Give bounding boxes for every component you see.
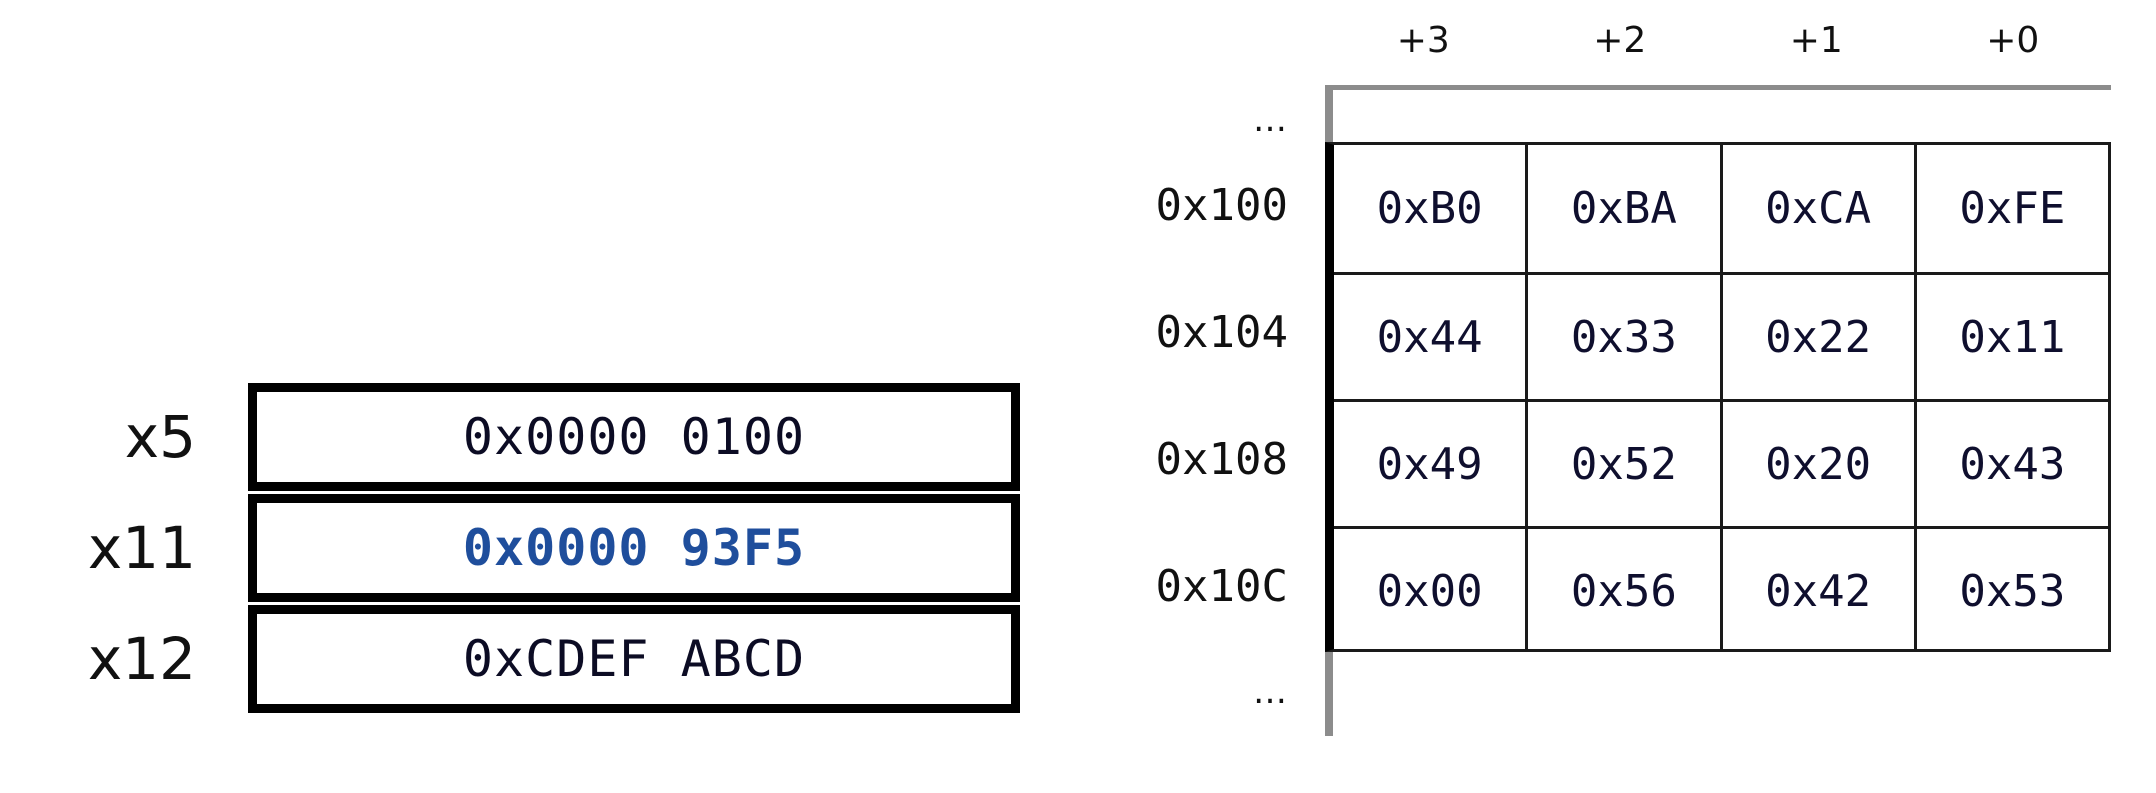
memory-continuation-bottom bbox=[1325, 652, 2111, 736]
register-row-x5: x5 0x0000 0100 bbox=[0, 383, 1040, 491]
memory-table: +3 +2 +1 +0 … 0xB0 0xBA 0xCA 0xFE 0x44 0… bbox=[1120, 0, 2156, 793]
memory-ellipsis-label-top: … bbox=[1253, 100, 1288, 140]
memory-row-label-0x100: 0x100 bbox=[1155, 180, 1288, 231]
memory-cell: 0xBA bbox=[1525, 145, 1719, 272]
memory-cell: 0x42 bbox=[1719, 529, 1914, 653]
column-header-plus2: +2 bbox=[1593, 20, 1647, 61]
memory-column-headers: +3 +2 +1 +0 bbox=[1325, 18, 2111, 64]
memory-cell: 0x33 bbox=[1525, 275, 1719, 399]
memory-cell: 0xB0 bbox=[1376, 183, 1483, 234]
memory-cell: 0x56 bbox=[1525, 529, 1719, 653]
memory-cell: 0xCA bbox=[1719, 145, 1914, 272]
register-file: x5 0x0000 0100 x11 0x0000 93F5 x12 0xCDE… bbox=[0, 0, 1060, 793]
column-header-plus3: +3 bbox=[1396, 20, 1450, 61]
memory-ellipsis-label-bottom: … bbox=[1253, 672, 1288, 712]
register-label-x12: x12 bbox=[87, 625, 196, 693]
register-label-x11: x11 bbox=[87, 514, 196, 582]
register-row-x12: x12 0xCDEF ABCD bbox=[0, 605, 1040, 713]
memory-cell: 0x00 bbox=[1376, 565, 1483, 617]
register-value-x11: 0x0000 93F5 bbox=[462, 519, 806, 577]
table-row: 0x49 0x52 0x20 0x43 bbox=[1334, 399, 2108, 526]
register-box-x5 bbox=[248, 383, 1020, 491]
memory-cell: 0x53 bbox=[1913, 529, 2108, 653]
register-box-x11 bbox=[248, 494, 1020, 602]
memory-cell: 0xFE bbox=[1913, 145, 2108, 272]
memory-continuation-top bbox=[1325, 85, 2111, 142]
memory-row-label-0x108: 0x108 bbox=[1155, 434, 1288, 485]
memory-cell: 0x49 bbox=[1376, 438, 1483, 490]
memory-cell: 0x22 bbox=[1719, 275, 1914, 399]
memory-row-label-0x10C: 0x10C bbox=[1155, 561, 1288, 612]
memory-row-label-0x104: 0x104 bbox=[1155, 307, 1288, 358]
memory-cell: 0x44 bbox=[1376, 311, 1483, 363]
memory-grid: 0xB0 0xBA 0xCA 0xFE 0x44 0x33 0x22 0x11 … bbox=[1325, 142, 2111, 653]
register-value-x5: 0x0000 0100 bbox=[462, 408, 806, 466]
column-header-plus1: +1 bbox=[1789, 20, 1843, 61]
register-value-x12: 0xCDEF ABCD bbox=[462, 630, 806, 688]
register-box-x12 bbox=[248, 605, 1020, 713]
memory-cell: 0x11 bbox=[1913, 275, 2108, 399]
column-header-plus0: +0 bbox=[1986, 20, 2040, 61]
table-row: 0x44 0x33 0x22 0x11 bbox=[1334, 272, 2108, 399]
memory-cell: 0x52 bbox=[1525, 402, 1719, 526]
memory-cell: 0x20 bbox=[1719, 402, 1914, 526]
register-label-x5: x5 bbox=[124, 403, 196, 471]
memory-cell: 0x43 bbox=[1913, 402, 2108, 526]
table-row: 0x00 0x56 0x42 0x53 bbox=[1334, 526, 2108, 653]
table-row: 0xB0 0xBA 0xCA 0xFE bbox=[1334, 145, 2108, 272]
register-row-x11: x11 0x0000 93F5 bbox=[0, 494, 1040, 602]
